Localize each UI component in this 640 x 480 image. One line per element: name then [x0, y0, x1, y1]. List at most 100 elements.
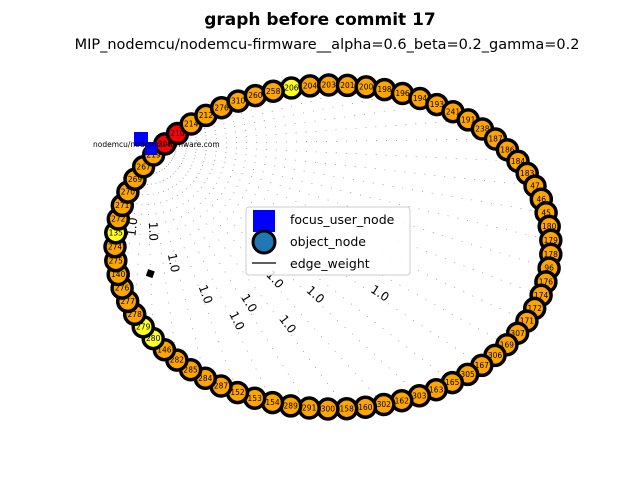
node-label: 275 [109, 256, 124, 265]
node-label: 186 [500, 145, 515, 154]
node-label: 140 [111, 270, 126, 279]
edge [145, 143, 550, 269]
edge-weight-label: 1.0 [165, 252, 182, 273]
node-label: 282 [170, 356, 185, 365]
node-label: 203 [322, 81, 337, 90]
node-label: 47 [530, 182, 540, 191]
edge [145, 143, 536, 187]
edge-weight-label: 1.0 [304, 283, 328, 306]
node-label: 158 [340, 404, 355, 413]
node-label: 152 [230, 388, 245, 397]
node-label: 172 [528, 304, 543, 313]
node-label: 146 [157, 345, 172, 354]
legend-frame [245, 206, 411, 276]
node-label: 160 [358, 403, 373, 412]
node-label: 184 [511, 157, 526, 166]
node-label: 180 [542, 222, 557, 231]
node-label: 276 [214, 103, 229, 112]
node-label: 272 [111, 215, 126, 224]
node-label: 305 [460, 370, 475, 379]
node-label: 46 [537, 195, 547, 204]
edge-weight-label: 1.0 [146, 222, 161, 242]
edge [145, 143, 542, 296]
node-label: 269 [128, 175, 143, 184]
node-label: 201 [340, 81, 355, 90]
focus-node-marker [134, 132, 148, 146]
edge [145, 143, 518, 162]
node-label: 200 [359, 83, 374, 92]
edge [145, 143, 547, 213]
node-label: 279 [136, 322, 151, 331]
node-label: 260 [248, 91, 263, 100]
legend-focus-label: focus_user_node [290, 212, 395, 227]
node-label: 285 [183, 365, 198, 374]
node-label: 278 [128, 310, 143, 319]
edge-weight-label: 1.0 [226, 309, 247, 332]
node-label: 241 [446, 107, 461, 116]
node-label: 204 [303, 82, 318, 91]
node-label: 174 [534, 291, 549, 300]
edge-weight-label: 1.0 [196, 283, 216, 306]
node-label: 219 [146, 151, 161, 160]
object-node: 160 [353, 395, 378, 419]
object-node: 302 [372, 392, 396, 417]
object-node: 289 [278, 394, 303, 418]
node-label: 274 [108, 242, 123, 251]
focus-user-node: nodemcu/nodemcu-firmware.com [93, 132, 220, 155]
node-label: 270 [121, 188, 136, 197]
node-label: 271 [115, 201, 130, 210]
edge [145, 143, 238, 393]
node-label: 96 [544, 264, 554, 273]
edge-weight-label: 1.0 [368, 282, 392, 304]
node-label: 154 [265, 398, 280, 407]
node-label: 208 [158, 140, 173, 149]
node-label: 153 [248, 394, 263, 403]
node-label: 302 [377, 400, 392, 409]
node-label: 196 [395, 89, 410, 98]
small-marker [145, 269, 155, 279]
node-label: 135 [109, 228, 124, 237]
node-label: 303 [412, 391, 427, 400]
object-node: 158 [334, 396, 359, 421]
node-label: 45 [541, 208, 551, 217]
node-label: 310 [231, 97, 246, 106]
node-label: 193 [430, 100, 445, 109]
node-label: 167 [475, 361, 490, 370]
node-label: 206 [284, 84, 299, 93]
node-label: 163 [429, 385, 444, 394]
node-label: 306 [488, 351, 503, 360]
graph-title: graph before commit 17 [204, 10, 436, 30]
node-label: 162 [395, 396, 410, 405]
edge [145, 93, 403, 145]
node-circle [261, 79, 285, 103]
node-label: 179 [544, 236, 559, 245]
node-label: 267 [136, 162, 151, 171]
focus-node-marker-2 [145, 142, 157, 155]
legend: focus_user_node object_node edge_weight [245, 206, 411, 276]
node-label: 176 [539, 278, 554, 287]
node-label: 165 [445, 378, 460, 387]
node-label: 194 [413, 94, 428, 103]
node-label: 171 [520, 317, 535, 326]
node-label: 258 [266, 87, 281, 96]
node-label: 183 [520, 169, 535, 178]
node-label: 198 [377, 85, 392, 94]
node-label: 280 [146, 334, 161, 343]
node-label: 178 [544, 250, 559, 259]
node-label: 287 [214, 382, 229, 391]
node-label: 307 [510, 329, 525, 338]
edge [145, 143, 206, 379]
node-label: 300 [321, 405, 336, 414]
node-label: 276 [115, 284, 130, 293]
node-label: 284 [198, 374, 213, 383]
node-label: 187 [488, 135, 503, 144]
focus-node-label: nodemcu/nodemcu-firmware.com [93, 140, 220, 149]
node-label: 210 [170, 129, 185, 138]
node-label: 212 [199, 111, 214, 120]
node-label: 277 [121, 297, 136, 306]
object-node: 258 [261, 79, 285, 103]
node-label: 191 [461, 116, 476, 125]
node-label: 289 [284, 402, 299, 411]
